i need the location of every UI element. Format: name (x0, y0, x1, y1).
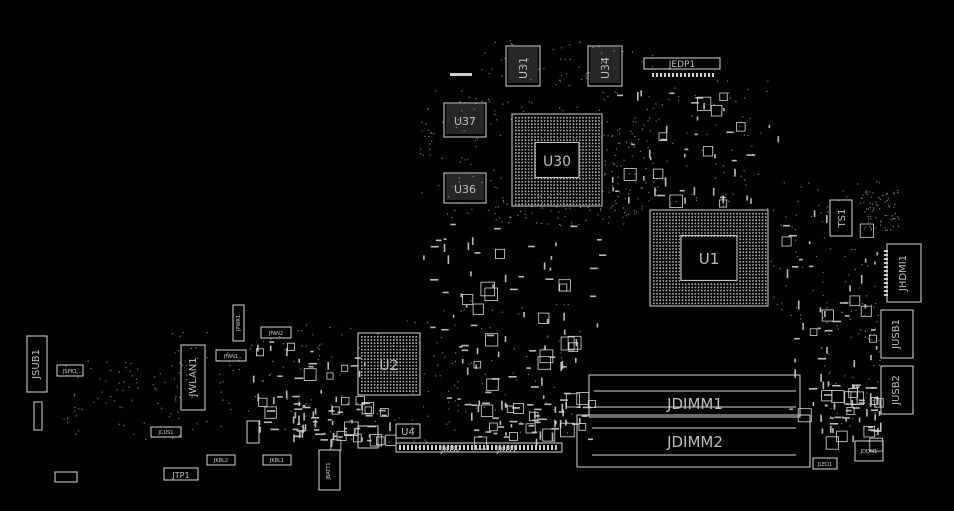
connector-jpwr1[interactable]: JPWR1 (232, 304, 245, 342)
passive-pads (252, 90, 884, 452)
chip-u37-label: U37 (454, 115, 476, 128)
connector-small-left[interactable] (33, 401, 43, 431)
slot-jdimm2[interactable]: JDIMM2 (576, 414, 811, 468)
connector-jbatt1-label: JBATT1 (326, 462, 332, 480)
connector-jsub1-label: JSUB1 (31, 349, 42, 380)
connector-jkbl1-label: JKBL1 (269, 458, 284, 464)
chip-small-bottom[interactable] (357, 425, 379, 449)
connector-jbatt1[interactable]: JBATT1 (318, 449, 341, 491)
via-field (63, 40, 900, 449)
chip-u31[interactable]: U31 (505, 45, 541, 87)
connector-jsub1[interactable]: JSUB1 (26, 335, 48, 393)
chip-u31-label: U31 (517, 57, 530, 79)
connector-jled1[interactable]: JLED1 (812, 457, 838, 470)
connector-jfan1[interactable]: JFAN1 (215, 349, 247, 362)
connector-jkb[interactable]: JKB2 JKB1 (395, 442, 563, 455)
connector-jpwr1-label: JPWR1 (236, 315, 242, 332)
connector-jfan1-label: JFAN1 (223, 354, 238, 360)
component-ts1[interactable]: TS1 (829, 199, 853, 237)
chip-u2[interactable]: U2 (357, 332, 421, 396)
connector-jkb1-label: JKB1 (496, 445, 517, 455)
chip-u4-label: U4 (401, 427, 415, 438)
chip-u37[interactable]: U37 (443, 102, 487, 138)
connector-small-mid[interactable] (246, 420, 260, 444)
connector-jwlan1-label: JWLAN1 (188, 357, 199, 397)
chip-u36[interactable]: U36 (443, 172, 487, 204)
connector-jkbl2[interactable]: JKBL2 (206, 454, 236, 466)
connector-jkb2-label: JKB2 (440, 445, 461, 455)
connector-jtp1-label: JTP1 (171, 471, 189, 480)
connector-jfan2[interactable]: JFAN2 (260, 326, 292, 339)
connector-jhdmi1[interactable]: JHDMI1 (884, 243, 922, 303)
connector-jusb2-label: JUSB2 (891, 375, 902, 406)
connector-jspk1-label: JSPK1 (62, 369, 77, 375)
connector-jwlan1[interactable]: JWLAN1 (180, 344, 206, 411)
chip-u34-label: U34 (599, 57, 612, 79)
connector-jusb2[interactable]: JUSB2 (880, 365, 914, 415)
connector-jfan2-label: JFAN2 (268, 331, 283, 337)
component-ts1-label: TS1 (837, 209, 848, 229)
chip-u4[interactable]: U4 (395, 423, 421, 439)
connector-jcus1-label: JCUS1 (158, 430, 174, 436)
connector-jkbl1[interactable]: JKBL1 (262, 454, 292, 466)
slot-jdimm2-label: JDIMM2 (666, 433, 723, 451)
chip-u2-label: U2 (379, 358, 398, 374)
connector-jhdmi1-label: JHDMI1 (898, 255, 909, 292)
chip-u30[interactable]: U30 (511, 113, 603, 207)
connector-jedp1-label: JEDP1 (668, 60, 695, 70)
connector-jdisp1-label: JDDM1 (860, 449, 878, 455)
connector-jled1-label: JLED1 (817, 462, 832, 468)
chip-u36-label: U36 (454, 183, 476, 196)
connector-jcus1[interactable]: JCUS1 (150, 426, 182, 438)
chip-u34[interactable]: U34 (587, 45, 623, 87)
chip-u1[interactable]: U1 (649, 209, 769, 307)
connector-jspk1[interactable]: JSPK1 (56, 364, 84, 377)
slot-jdimm1-label: JDIMM1 (666, 395, 723, 413)
connector-jusb1[interactable]: JUSB1 (880, 309, 914, 359)
connector-jdisp1[interactable]: JDDM1 (854, 440, 884, 462)
connector-jusb1-label: JUSB1 (891, 319, 902, 350)
connector-jkbl2-label: JKBL2 (213, 458, 228, 464)
connector-jtp1[interactable]: JTP1 (163, 467, 199, 481)
resistor-bar (450, 73, 472, 76)
chip-u1-label: U1 (699, 250, 720, 268)
chip-u30-label: U30 (543, 154, 571, 170)
slot-jdimm1[interactable]: JDIMM1 (588, 374, 801, 418)
connector-bottom-left[interactable] (54, 471, 78, 483)
connector-jedp1[interactable]: JEDP1 (643, 57, 721, 77)
